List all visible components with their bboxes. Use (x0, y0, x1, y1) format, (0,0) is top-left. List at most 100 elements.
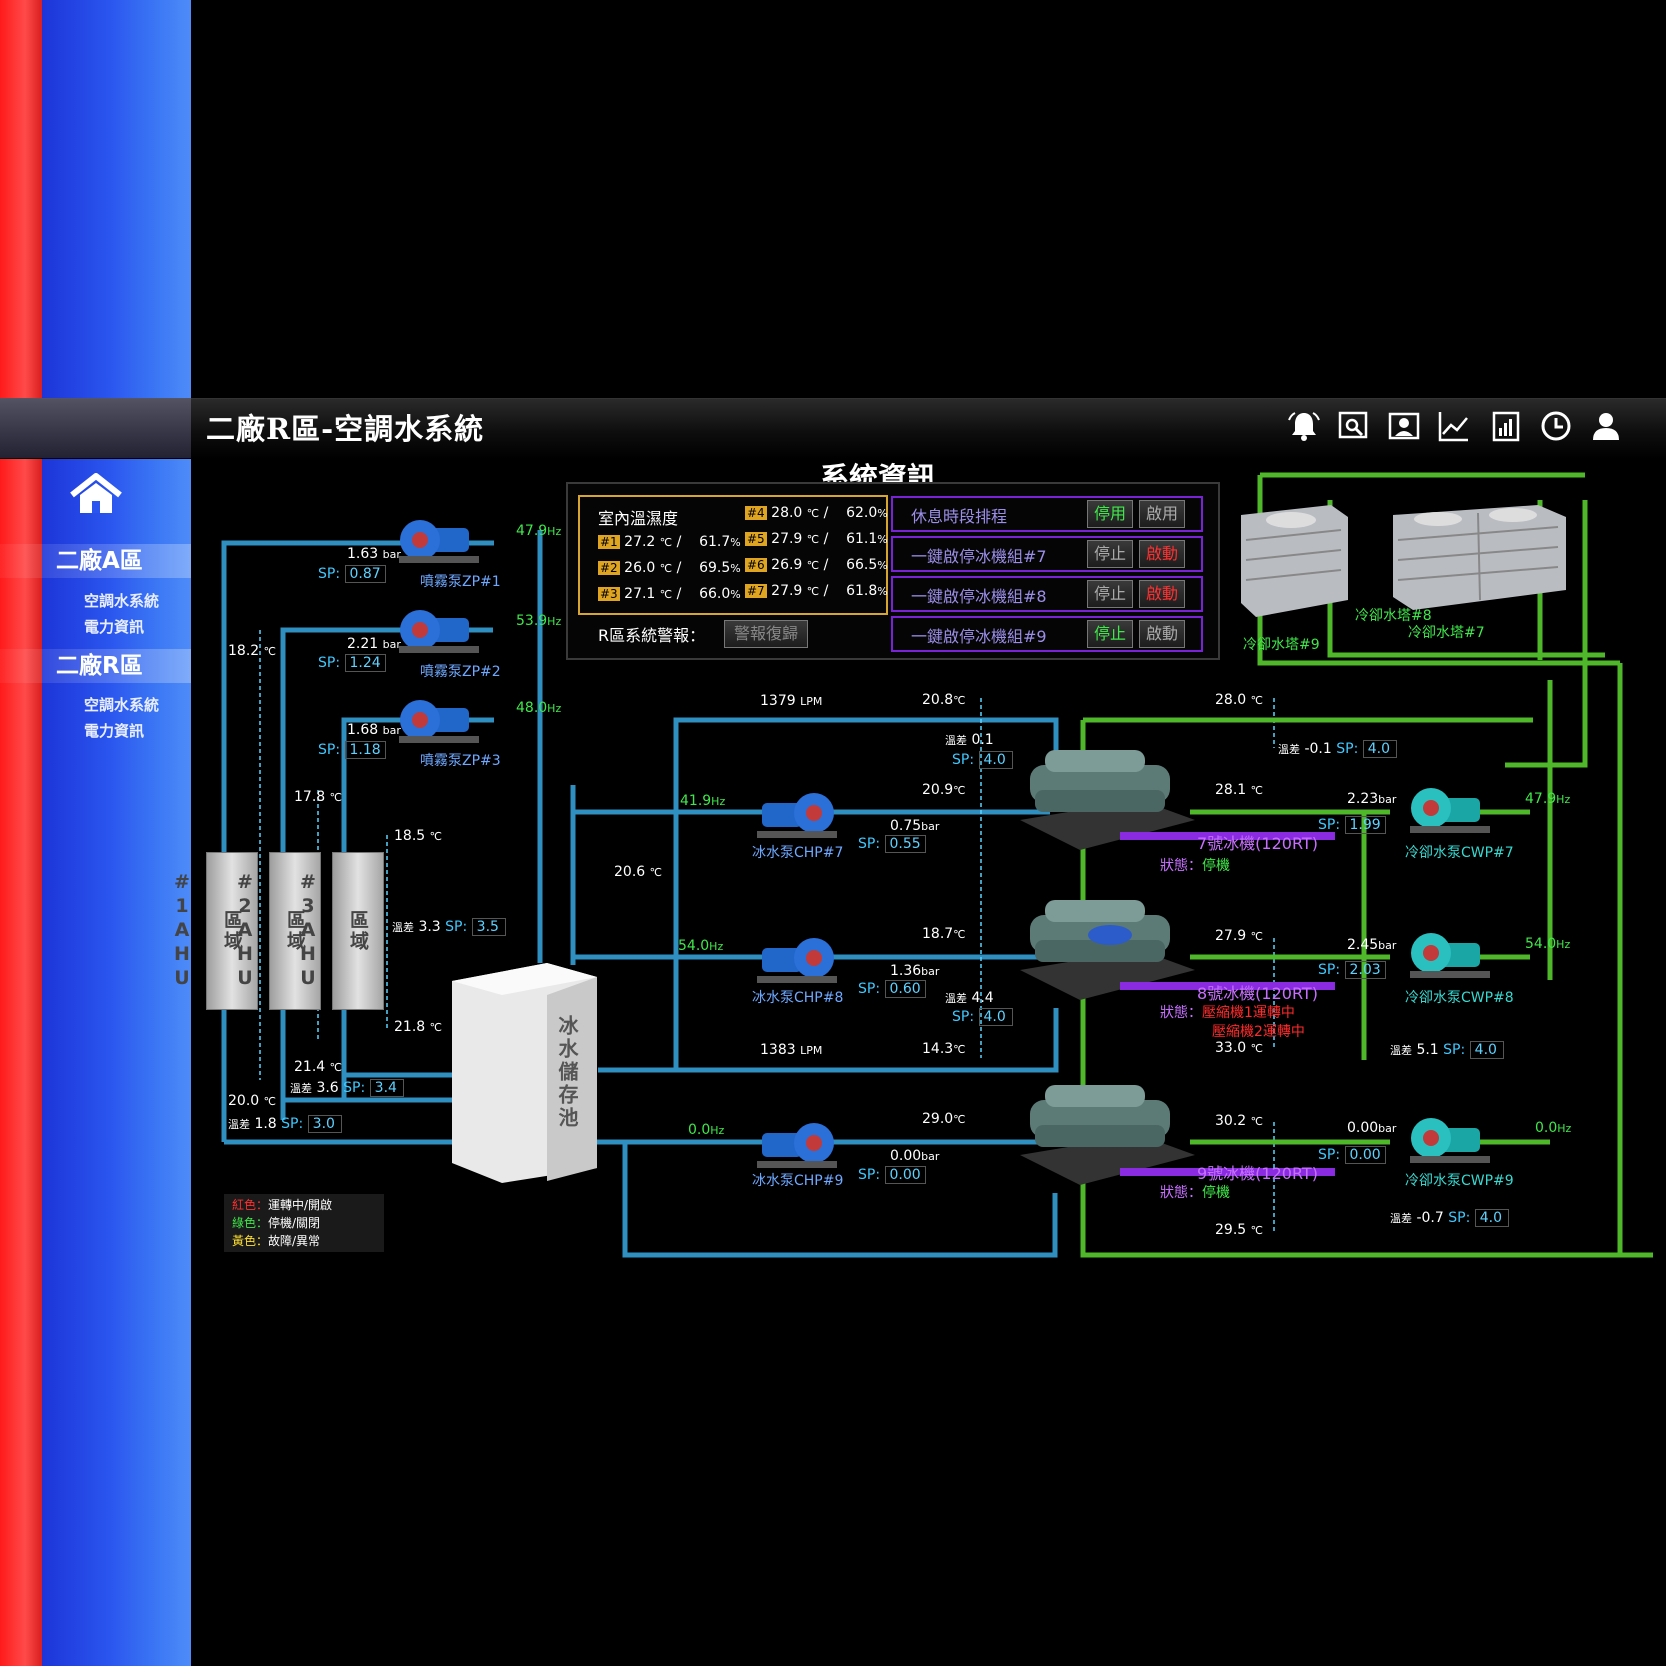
alarm-bell-icon[interactable] (1286, 408, 1322, 444)
control-stop-button[interactable]: 停止 (1087, 580, 1133, 608)
nav-item-r-power[interactable]: 電力資訊 (84, 722, 145, 740)
cwp9-hz: 0.0Hz (1535, 1120, 1572, 1136)
sensor-tag: #6 (745, 558, 767, 572)
zp2-hz: 53.9Hz (516, 613, 562, 629)
left-red-bar (0, 0, 42, 1666)
chiller7-diff-setpoint[interactable]: SP: 4.0 (952, 751, 1013, 769)
spray-pump-zp2[interactable] (394, 600, 484, 655)
cw-pump-cwp7[interactable] (1405, 780, 1495, 835)
spray-pump-zp1[interactable] (394, 510, 484, 565)
cwp7-setpoint[interactable]: SP: 1.99 (1318, 816, 1386, 834)
nav-section-r[interactable]: 二廠R區 (0, 649, 191, 683)
header-left-block (0, 398, 191, 458)
chiller9-chw-in: 29.0℃ (922, 1111, 966, 1127)
ahu1-diff: 溫差 1.8 SP: 3.0 (228, 1115, 342, 1133)
chp7-pressure: 0.75bar (890, 818, 940, 834)
flow-2: 1383 LPM (760, 1042, 823, 1058)
chiller8-chw-out: 14.3℃ (922, 1041, 966, 1057)
chw-pump-chp8[interactable] (752, 930, 842, 985)
chiller7-diff: 溫差 0.1 (945, 732, 994, 748)
tank-label: 冰水儲存池 (555, 1015, 579, 1130)
room-sensor-row: #7 27.9 ℃ / 61.8% (745, 583, 888, 599)
ahu-temp-3: 18.5 ℃ (394, 828, 442, 844)
cooling-tower-9[interactable] (1236, 505, 1351, 623)
room-sensor-row: #5 27.9 ℃ / 61.1% (745, 531, 888, 547)
ahu-zone-3[interactable]: 區域#3AHU (297, 852, 384, 1010)
chp7-setpoint[interactable]: SP: 0.55 (858, 835, 926, 853)
cw-pump-cwp9[interactable] (1405, 1110, 1495, 1165)
zp3-label: 噴霧泵ZP#3 (420, 753, 501, 769)
chiller8-status-2: 壓縮機2運轉中 (1212, 1024, 1305, 1040)
nav-item-r-hvac[interactable]: 空調水系統 (84, 696, 160, 714)
zp3-hz: 48.0Hz (516, 700, 562, 716)
report-search-icon[interactable] (1336, 408, 1372, 444)
nav-item-a-hvac[interactable]: 空調水系統 (84, 592, 160, 610)
zp3-pressure: 1.68 bar (347, 722, 401, 738)
ice-storage-tank[interactable] (452, 963, 597, 1183)
legend-yellow: 黃色：故障/異常 (232, 1234, 321, 1248)
zp2-setpoint[interactable]: SP: 1.24 (318, 654, 386, 672)
spray-pump-zp3[interactable] (394, 690, 484, 745)
control-stop-button[interactable]: 停止 (1087, 540, 1133, 568)
zp3-setpoint[interactable]: SP: 1.18 (318, 741, 386, 759)
room-sensor-row: #6 26.9 ℃ / 66.5% (745, 557, 888, 573)
control-start-button[interactable]: 啟動 (1139, 540, 1185, 568)
trend-chart-icon[interactable] (1436, 408, 1472, 444)
alarm-reset-button[interactable]: 警報復歸 (724, 620, 808, 648)
header-bar (0, 398, 1666, 459)
nav-item-a-power[interactable]: 電力資訊 (84, 618, 145, 636)
cw8-temp-b: 33.0 ℃ (1215, 1040, 1263, 1056)
chp8-label: 冰水泵CHP#8 (752, 990, 844, 1006)
report-stats-icon[interactable] (1488, 408, 1524, 444)
cw-pump-cwp8[interactable] (1405, 925, 1495, 980)
cw8-diff: 溫差 5.1 SP: 4.0 (1390, 1041, 1504, 1059)
chp8-setpoint[interactable]: SP: 0.60 (858, 980, 926, 998)
clock-icon[interactable] (1538, 408, 1574, 444)
cwp9-label: 冷卻水泵CWP#9 (1405, 1173, 1514, 1189)
chp9-hz: 0.0Hz (688, 1122, 725, 1138)
ahu-zone-1[interactable]: 區域#1AHU (171, 852, 258, 1010)
chw-pump-chp9[interactable] (752, 1115, 842, 1170)
chiller8-status: 狀態：壓縮機1運轉中 (1160, 1005, 1295, 1021)
control-stop-button[interactable]: 停止 (1087, 620, 1133, 648)
sensor-tag: #5 (745, 532, 767, 546)
left-nav-panel (42, 0, 191, 1666)
zp2-label: 噴霧泵ZP#2 (420, 664, 501, 680)
zp1-pressure: 1.63 bar (347, 546, 401, 562)
nav-section-a[interactable]: 二廠A區 (0, 544, 191, 578)
control-stop-button[interactable]: 停用 (1087, 500, 1133, 528)
tower7-label: 冷卻水塔#7 (1408, 625, 1485, 641)
sensor-tag: #7 (745, 584, 767, 598)
cwp9-setpoint[interactable]: SP: 0.00 (1318, 1146, 1386, 1164)
control-start-button[interactable]: 啟用 (1139, 500, 1185, 528)
chiller8-label: 8號冰機(120RT) (1197, 984, 1318, 1003)
ahu-zone-2[interactable]: 區域#2AHU (234, 852, 321, 1010)
ahu-temp-1: 18.2 ℃ (228, 643, 276, 659)
chw-pump-chp7[interactable] (752, 785, 842, 840)
chiller-7[interactable] (1020, 745, 1195, 855)
chp9-setpoint[interactable]: SP: 0.00 (858, 1166, 926, 1184)
home-icon[interactable] (68, 473, 124, 515)
cooling-tower-8-7[interactable] (1388, 505, 1568, 613)
cwp8-setpoint[interactable]: SP: 2.03 (1318, 961, 1386, 979)
chiller8-diff-setpoint[interactable]: SP: 4.0 (952, 1008, 1013, 1026)
ahu-temp-5: 21.4 ℃ (294, 1059, 342, 1075)
control-start-button[interactable]: 啟動 (1139, 580, 1185, 608)
chiller9-label: 9號冰機(120RT) (1197, 1164, 1318, 1183)
user-icon[interactable] (1588, 408, 1624, 444)
sensor-tag: #2 (598, 561, 620, 575)
chiller-9[interactable] (1020, 1080, 1195, 1190)
personnel-icon[interactable] (1386, 408, 1422, 444)
control-start-button[interactable]: 啟動 (1139, 620, 1185, 648)
chp7-hz: 41.9Hz (680, 793, 726, 809)
chilled-water-pipes (221, 530, 1059, 1258)
zp1-setpoint[interactable]: SP: 0.87 (318, 565, 386, 583)
chiller8-diff: 溫差 4.4 (945, 990, 994, 1006)
cwp8-label: 冷卻水泵CWP#8 (1405, 990, 1514, 1006)
tower8-label: 冷卻水塔#8 (1355, 608, 1432, 624)
chiller-8[interactable] (1020, 895, 1195, 1005)
page-title: 二廠R區-空調水系統 (206, 412, 485, 446)
cwp9-pressure: 0.00bar (1347, 1120, 1397, 1136)
zp1-label: 噴霧泵ZP#1 (420, 574, 501, 590)
